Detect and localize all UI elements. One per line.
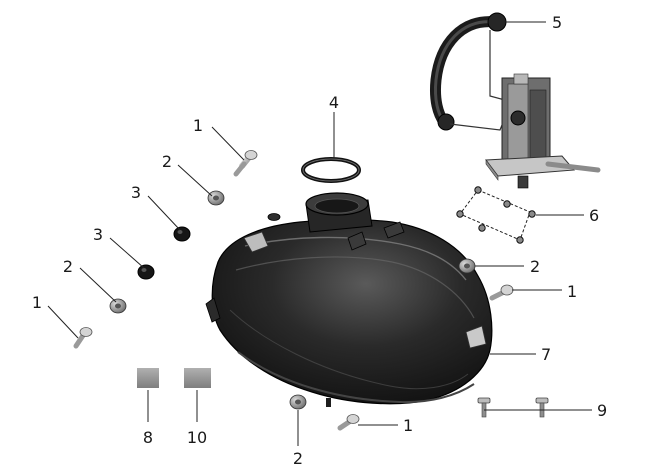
callout-1-bottom: 1	[403, 416, 413, 435]
callout-10: 10	[187, 428, 207, 447]
callout-5: 5	[552, 13, 562, 32]
callout-9: 9	[597, 401, 607, 420]
callout-1-right: 1	[567, 282, 577, 301]
collar-upper	[207, 190, 225, 206]
label-swatch-8	[137, 368, 159, 388]
leader-lines	[47, 21, 592, 446]
bolt-lower-left	[73, 327, 93, 349]
o-ring	[301, 157, 361, 183]
label-swatch-10	[184, 368, 211, 388]
callout-2-bottom: 2	[293, 449, 303, 468]
collar-bottom	[289, 394, 307, 410]
fuel-tank	[205, 192, 493, 407]
rubber-damper-lower	[137, 264, 155, 280]
callout-6: 6	[589, 206, 599, 225]
callout-8: 8	[143, 428, 153, 447]
bolt-right	[489, 284, 514, 301]
callout-2-left: 2	[63, 257, 73, 276]
collar-left	[109, 298, 127, 314]
bolt-upper	[233, 150, 258, 177]
fuel-pump-assembly	[430, 12, 601, 189]
screw-left	[477, 397, 491, 418]
gasket-nut-plate	[456, 186, 536, 244]
bolt-bottom	[337, 414, 360, 431]
callout-1-upper: 1	[193, 116, 203, 135]
callout-3-upper: 3	[131, 183, 141, 202]
callout-3-lower: 3	[93, 225, 103, 244]
screw-right	[535, 397, 549, 418]
callout-2-right: 2	[530, 257, 540, 276]
callout-7: 7	[541, 345, 551, 364]
rubber-damper-upper	[173, 226, 191, 242]
callout-1-left: 1	[32, 293, 42, 312]
callout-labels: 1 2 3 3 2 1 4 5 6 2 1 7 8 10 2 1 9	[32, 13, 607, 468]
callout-2-upper: 2	[162, 152, 172, 171]
callout-4: 4	[329, 93, 339, 112]
collar-right	[458, 258, 476, 274]
